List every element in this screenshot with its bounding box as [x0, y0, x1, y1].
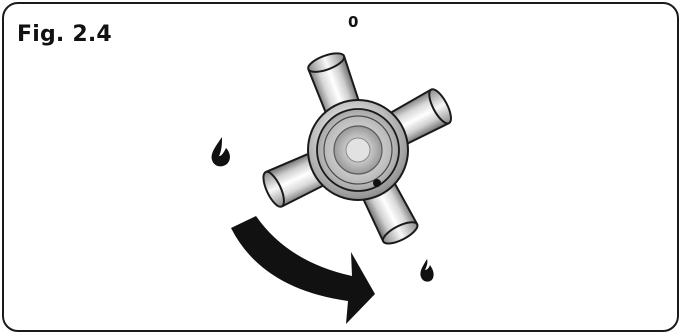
large-flame-icon	[212, 137, 230, 166]
knob-indicator-dot	[373, 179, 381, 187]
tap-knob-icon	[259, 50, 455, 248]
small-flame-icon	[420, 259, 433, 282]
clockwise-arrow-icon	[231, 216, 375, 324]
